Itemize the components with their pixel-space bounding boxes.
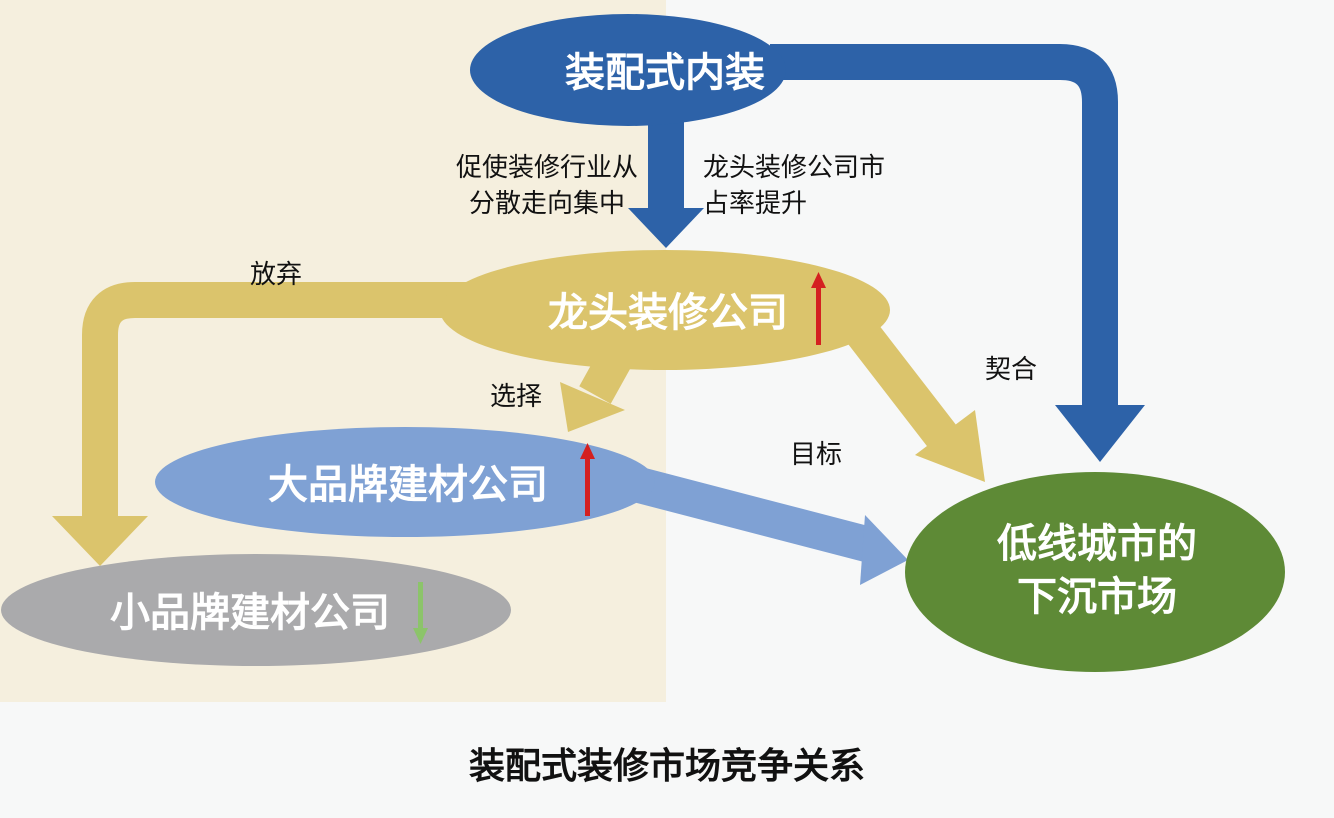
abandon-arrow xyxy=(82,282,470,520)
target-label: 目标 xyxy=(790,440,842,470)
low-tier-market-node xyxy=(905,472,1285,672)
concentrate-arrowhead xyxy=(628,208,704,248)
big-brand-node xyxy=(155,427,655,537)
concentrate-arrow xyxy=(648,110,684,210)
prefab-interior-node xyxy=(470,14,786,126)
share-label-line1: 龙头装修公司市 xyxy=(703,153,885,183)
up-arrow-icon xyxy=(580,443,595,516)
leading-decor-label: 龙头装修公司 xyxy=(548,290,788,336)
small-brand-node xyxy=(1,554,511,666)
concentrate-label-line2: 分散走向集中 xyxy=(469,189,625,219)
choose-arrowhead xyxy=(560,382,625,432)
abandon-arrowhead xyxy=(52,516,148,566)
share-label-line2: 占率提升 xyxy=(703,189,807,219)
target-arrowhead xyxy=(915,410,985,482)
low-tier-market-label-line2: 下沉市场 xyxy=(1017,574,1177,620)
target-arrow xyxy=(845,318,960,452)
fit-label: 契合 xyxy=(985,355,1037,385)
low-tier-market-label-line1: 低线城市的 xyxy=(997,521,1197,567)
leading-decor-node xyxy=(440,250,890,370)
fit-arrow xyxy=(770,44,1118,405)
up-arrow-icon xyxy=(811,272,826,345)
down-arrow-icon xyxy=(413,582,428,644)
big-brand-target-arrow xyxy=(615,462,875,563)
choose-label: 选择 xyxy=(490,382,542,412)
concentrate-label-line1: 促使装修行业从 xyxy=(456,153,638,183)
big-brand-arrowhead xyxy=(860,515,908,585)
fit-arrowhead xyxy=(1055,405,1145,462)
big-brand-label: 大品牌建材公司 xyxy=(268,462,548,508)
diagram-caption: 装配式装修市场竞争关系 xyxy=(469,746,865,787)
small-brand-label: 小品牌建材公司 xyxy=(110,590,390,636)
abandon-label: 放弃 xyxy=(250,260,302,290)
prefab-interior-label: 装配式内装 xyxy=(565,50,765,96)
